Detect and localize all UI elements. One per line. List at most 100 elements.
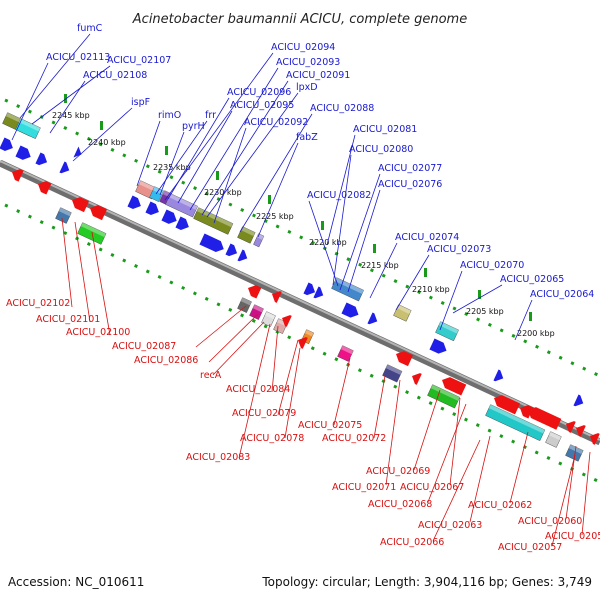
forward-gene-label: ACICU_02108: [83, 70, 147, 81]
reverse-gene-arrow: [520, 405, 534, 419]
reverse-gene-arrow: [72, 197, 90, 213]
reverse-gene-labels: ACICU_02102ACICU_02101ACICU_02100ACICU_0…: [6, 217, 600, 553]
reverse-gene-label-leader: [413, 389, 441, 471]
forward-gene-arrow: [161, 209, 177, 224]
forward-gene-label-leader: [514, 299, 533, 341]
kbp-tick-label: 2245 kbp: [52, 111, 90, 120]
kbp-tick-label: 2235 kbp: [153, 163, 191, 172]
reverse-gene-label: ACICU_02062: [468, 500, 532, 511]
forward-gene-label: ACICU_02094: [271, 42, 335, 53]
forward-gene-labels: fumC ACICU_02113ACICU_02107ACICU_02108isp…: [11, 23, 594, 341]
reverse-gene-label-leader: [373, 375, 386, 439]
reverse-feature-block: [427, 384, 460, 409]
reverse-gene-label-leader: [469, 435, 491, 523]
reverse-gene-arrow: [248, 285, 262, 299]
forward-gene-arrow: [303, 282, 316, 296]
forward-gene-label-leader: [395, 254, 430, 311]
reverse-feature-block: [249, 304, 264, 320]
forward-gene-label-leader: [72, 107, 133, 162]
reverse-gene-arrow: [272, 291, 282, 303]
forward-gene-label: ACICU_02092: [244, 117, 308, 128]
forward-gene-label: frr: [205, 110, 216, 121]
kbp-tick-label: 2200 kbp: [517, 329, 555, 338]
reverse-gene-label: ACICU_02068: [368, 499, 432, 510]
reverse-gene-arrow: [576, 425, 586, 437]
reverse-gene-label: ACICU_02083: [186, 452, 250, 463]
forward-gene-label-leader: [439, 270, 463, 331]
forward-gene-label: lpxD: [296, 82, 318, 93]
reverse-gene-label-leader: [385, 379, 401, 486]
reverse-gene-label-leader: [91, 231, 111, 336]
reverse-gene-label: ACICU_02101: [36, 314, 100, 325]
reverse-gene-label-leader: [509, 431, 529, 504]
reverse-gene-arrow: [412, 373, 422, 385]
forward-gene-label: ACICU_02082: [307, 190, 371, 201]
forward-gene-arrow: [145, 201, 159, 215]
forward-gene-label-leader: [136, 120, 161, 187]
reverse-gene-label-leader: [238, 323, 271, 459]
forward-gene-label: fumC: [77, 23, 103, 34]
reverse-gene-label: ACICU_02086: [134, 355, 198, 366]
forward-gene-label-leader: [177, 110, 233, 204]
reverse-gene-label: ACICU_02079: [232, 408, 296, 419]
forward-feature-block: [393, 304, 412, 322]
forward-gene-arrow: [573, 394, 584, 407]
kbp-tick-mark: [268, 195, 271, 204]
kbp-tick-mark: [216, 171, 219, 180]
reverse-gene-arrow: [298, 337, 308, 349]
reverse-gene-arrow: [38, 181, 52, 195]
reverse-gene-label: ACICU_02063: [418, 520, 482, 531]
forward-gene-label-leader: [155, 120, 208, 195]
forward-gene-label-leader: [201, 80, 289, 216]
forward-gene-arrow: [175, 216, 189, 230]
forward-feature-block: [193, 207, 234, 235]
forward-gene-label: ACICU_02077: [378, 163, 442, 174]
forward-gene-label: ACICU_02113: [46, 52, 110, 63]
forward-feature-block: [435, 321, 459, 342]
kbp-tick-mark: [165, 146, 168, 155]
forward-gene-label: rimO: [158, 110, 181, 121]
reverse-gene-label-leader: [427, 403, 467, 503]
reverse-gene-arrow: [396, 351, 414, 367]
kbp-tick-mark: [321, 221, 324, 230]
forward-gene-arrow: [0, 137, 13, 151]
forward-gene-label: ACICU_02093: [276, 57, 340, 68]
kbp-tick-mark: [373, 244, 376, 253]
forward-gene-label: ispF: [131, 97, 150, 108]
forward-feature-blocks: [0, 112, 584, 407]
genome-summary-text: Topology: circular; Length: 3,904,116 bp…: [261, 575, 592, 589]
forward-gene-label: ACICU_02073: [427, 244, 491, 255]
forward-gene-arrow: [15, 145, 31, 160]
reverse-gene-label-leader: [432, 439, 481, 542]
reverse-gene-label: ACICU_02084: [226, 384, 290, 395]
reverse-gene-label: ACICU_02071: [332, 482, 396, 493]
reverse-gene-arrow: [590, 433, 600, 445]
accession-text: Accession: NC_010611: [8, 575, 144, 589]
forward-gene-label: ACICU_02107: [107, 55, 171, 66]
kbp-tick-label: 2205 kbp: [466, 307, 504, 316]
forward-gene-label: ACICU_02081: [353, 124, 417, 135]
reverse-gene-label-leader: [333, 357, 351, 426]
forward-gene-label: ACICU_02076: [378, 179, 442, 190]
kbp-tick-mark: [424, 268, 427, 277]
reverse-feature-block: [485, 404, 546, 442]
forward-gene-label: ACICU_02095: [230, 100, 294, 111]
reverse-gene-label: ACICU_02057: [498, 542, 562, 553]
reverse-feature-block: [382, 364, 403, 383]
reverse-gene-arrow: [528, 407, 562, 430]
forward-gene-label-leader: [19, 33, 91, 119]
forward-feature-block: [15, 118, 41, 139]
kbp-tick-label: 2215 kbp: [361, 261, 399, 270]
reverse-gene-label-leader: [449, 397, 461, 486]
kbp-tick-mark: [100, 121, 103, 130]
reverse-gene-label: ACICU_02072: [322, 433, 386, 444]
forward-gene-label: ACICU_02070: [460, 260, 524, 271]
reverse-gene-label-leader: [212, 321, 265, 376]
reverse-feature-blocks: [12, 169, 600, 462]
forward-gene-label: pyrH: [182, 121, 205, 132]
reverse-gene-label: ACICU_02056: [545, 531, 600, 542]
reverse-feature-block: [261, 311, 276, 327]
forward-gene-label-leader: [213, 127, 247, 224]
